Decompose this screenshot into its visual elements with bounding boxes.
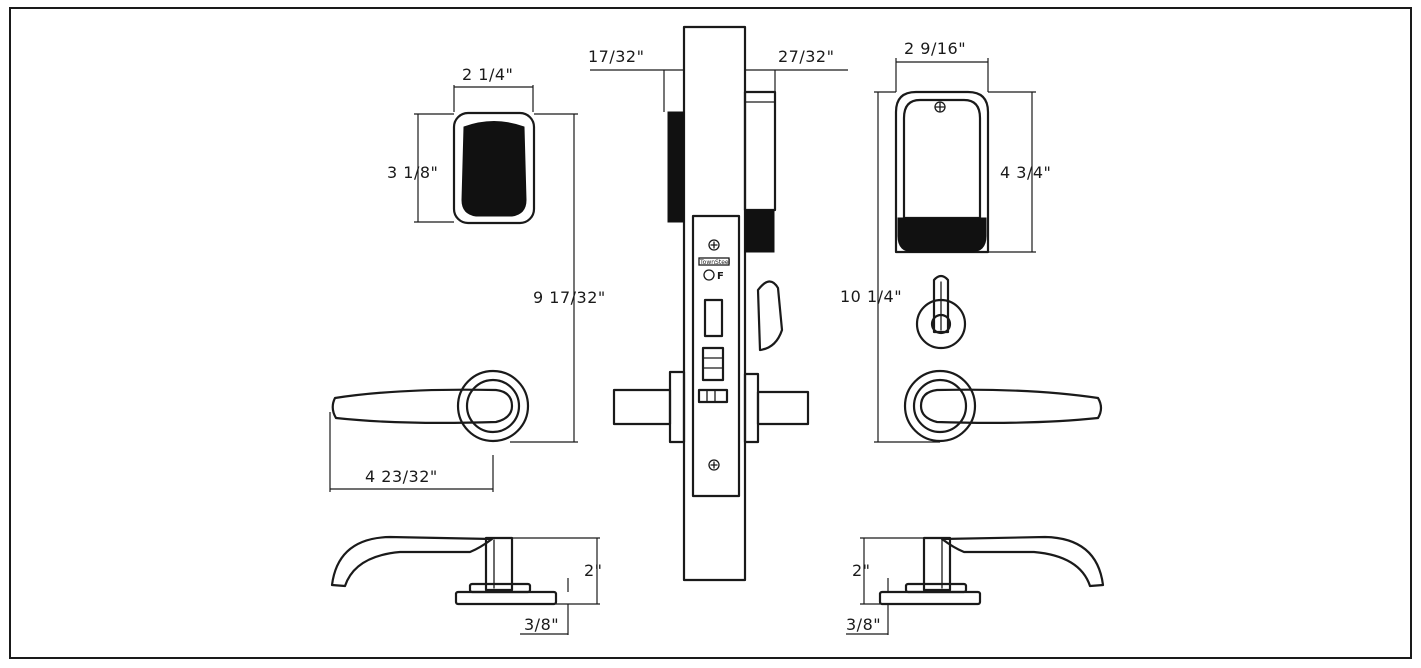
label-2-9-16: 2 9/16"	[904, 39, 966, 58]
label-3-8-right: 3/8"	[846, 615, 881, 634]
dim-right-projection: 2"	[852, 537, 924, 605]
dim-case-back: 27/32"	[745, 47, 848, 92]
fire-rating-mark: F	[717, 271, 724, 282]
label-3-1-8: 3 1/8"	[387, 163, 438, 182]
cylinder-side	[756, 280, 784, 352]
right-trim	[894, 90, 990, 254]
dim-top-right-width: 2 9/16"	[895, 39, 989, 92]
label-3-8-left: 3/8"	[524, 615, 559, 634]
mortise-case	[667, 25, 777, 582]
dim-top-left-width: 2 1/4"	[453, 65, 534, 112]
label-2-right: 2"	[852, 561, 871, 580]
label-17-32: 17/32"	[588, 47, 644, 66]
dim-left-projection: 2"	[512, 537, 603, 605]
label-10-1-4: 10 1/4"	[840, 287, 902, 306]
key-cylinder	[915, 274, 967, 350]
dim-lever-length: 4 23/32"	[329, 412, 494, 492]
label-4-3-4: 4 3/4"	[1000, 163, 1051, 182]
right-lever-side	[878, 535, 1105, 606]
label-2-left: 2"	[584, 561, 603, 580]
left-lever-side	[330, 535, 558, 606]
dim-case-front: 17/32"	[588, 47, 684, 112]
dim-overall-left: 9 17/32"	[510, 113, 606, 443]
label-9-17-32: 9 17/32"	[533, 288, 606, 307]
label-4-23-32: 4 23/32"	[365, 467, 438, 486]
drawing-border	[9, 7, 1412, 659]
dim-left-rose: 3/8"	[520, 578, 569, 635]
dim-right-rose: 3/8"	[846, 578, 889, 635]
lever-stubs	[612, 370, 810, 444]
left-reader-trim	[452, 111, 536, 225]
dim-top-right-height: 4 3/4"	[988, 91, 1051, 253]
label-27-32: 27/32"	[778, 47, 834, 66]
faceplate-brand: TownSteel	[699, 259, 731, 266]
dim-top-left-height: 3 1/8"	[387, 113, 454, 223]
dim-overall-right: 10 1/4"	[840, 91, 940, 443]
left-lever-front	[331, 369, 530, 443]
label-2-1-4: 2 1/4"	[462, 65, 513, 84]
right-lever-front	[903, 369, 1103, 443]
